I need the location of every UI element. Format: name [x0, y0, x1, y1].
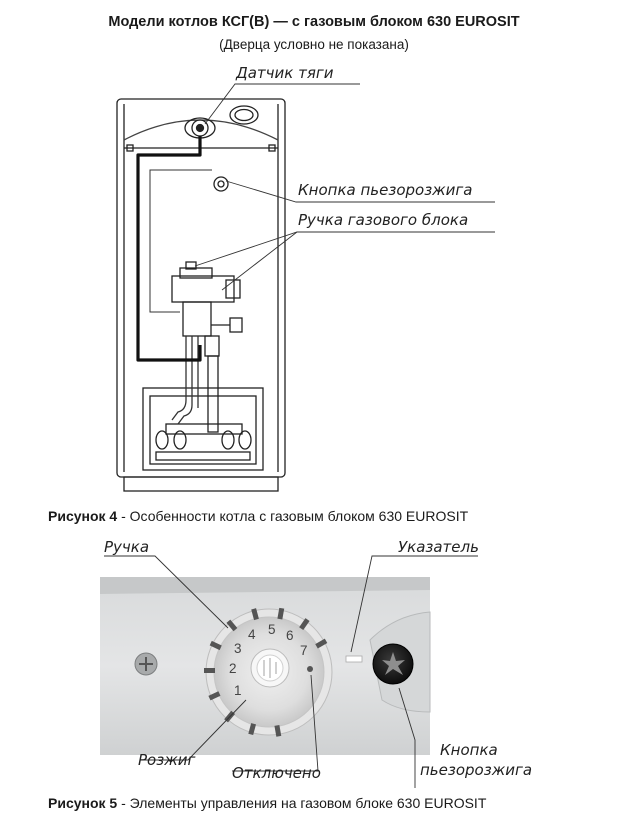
- dial-number-3: 3: [234, 641, 242, 656]
- callout-gas-block-handle: Ручка газового блока: [298, 211, 469, 229]
- dial-number-6: 6: [286, 628, 294, 643]
- figure5-caption-text: - Элементы управления на газовом блоке 6…: [117, 795, 487, 811]
- callout-ignition: Розжиг: [138, 751, 196, 769]
- figure4-caption: Рисунок 4 - Особенности котла с газовым …: [48, 508, 468, 524]
- dial-number-1: 1: [234, 683, 242, 698]
- dial-number-5: 5: [268, 622, 276, 637]
- page-subtitle: (Дверца условно не показана): [219, 37, 409, 52]
- callout-piezo-button: Кнопка пьезорозжига: [298, 181, 473, 199]
- callout-piezo-line1: Кнопка: [440, 741, 498, 759]
- figure5-caption: Рисунок 5 - Элементы управления на газов…: [48, 795, 486, 811]
- figure5-caption-label: Рисунок 5: [48, 795, 118, 811]
- callout-pointer: Указатель: [398, 538, 479, 556]
- dial-number-4: 4: [248, 627, 256, 642]
- piezo-button[interactable]: [373, 644, 413, 684]
- figure4-caption-label: Рисунок 4: [48, 508, 118, 524]
- callout-piezo-line2: пьезорозжига: [420, 761, 533, 779]
- callout-draft-sensor: Датчик тяги: [236, 64, 334, 82]
- dial-number-2: 2: [229, 661, 237, 676]
- callout-handle: Ручка: [104, 538, 150, 556]
- callout-off: Отключено: [232, 764, 321, 782]
- page-title: Модели котлов КСГ(В) — с газовым блоком …: [108, 14, 520, 30]
- figure4-caption-text: - Особенности котла с газовым блоком 630…: [117, 508, 469, 524]
- dial-number-7: 7: [300, 643, 308, 658]
